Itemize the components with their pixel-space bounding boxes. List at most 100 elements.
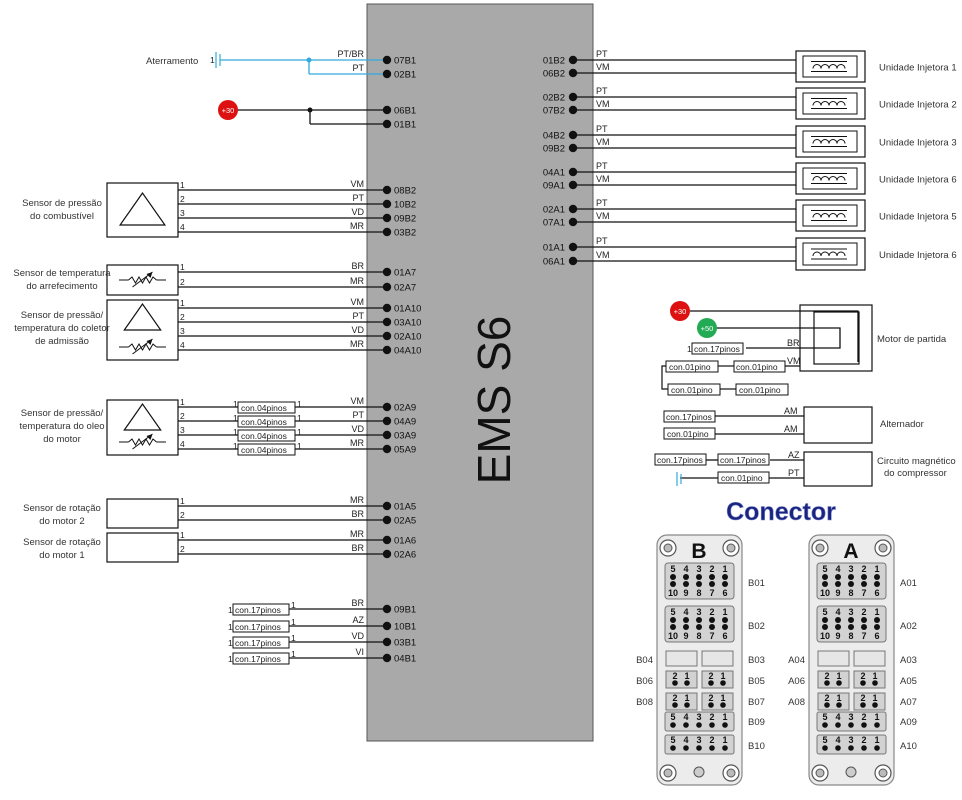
svg-text:1: 1 [228, 654, 233, 664]
wire-color: MR [350, 276, 364, 286]
inline-connector [237, 401, 296, 414]
inline-connector-label: con.17pinos [235, 622, 281, 632]
connector-pos-label: B05 [748, 676, 765, 687]
pin-block-2 [853, 692, 886, 711]
svg-text:1: 1 [687, 344, 692, 354]
wire-color: MR [350, 221, 364, 231]
inline-connector-label: con.17pinos [235, 638, 281, 648]
svg-text:2: 2 [709, 607, 714, 617]
svg-text:8: 8 [696, 631, 701, 641]
ecu-pin [382, 227, 392, 237]
ecu-pin-label: 09B1 [394, 605, 416, 616]
compressor-label-line2: do compressor [884, 468, 947, 479]
sensor-oil: Sensor de pressão/temperatura do oleodo … [19, 396, 416, 456]
wire-color: VM [351, 297, 365, 307]
ecu-pin-label: 01A6 [394, 536, 416, 547]
ecu-pin-label: 04B1 [394, 654, 416, 665]
starter-con01-a: con.01pino [669, 362, 711, 372]
svg-text:9: 9 [835, 588, 840, 598]
wire-num: 4 [180, 222, 185, 232]
svg-text:1: 1 [291, 649, 296, 659]
ecu-pin-label: 01A1 [543, 243, 565, 254]
inline-pin: 1 [297, 441, 302, 451]
starter-plus50-label: +50 [701, 324, 714, 333]
ecu-pin [568, 204, 578, 214]
ecu-pin [382, 317, 392, 327]
center-post [845, 766, 857, 778]
ecu-pin-label: 10B2 [394, 200, 416, 211]
pin-block-2 [701, 692, 734, 711]
sensor-box [106, 532, 179, 563]
injector-label: Unidade Injetora 6 [879, 250, 957, 261]
starter-con01-c: con.01pino [671, 385, 713, 395]
ecu-pin-label: 08B2 [394, 186, 416, 197]
connector-pos-label: B10 [748, 741, 765, 752]
ecu-pin [382, 515, 392, 525]
wire-color: BR [351, 509, 364, 519]
wire-num: 3 [180, 326, 185, 336]
sensor-label: temperatura do oleo [19, 421, 104, 432]
svg-text:7: 7 [709, 631, 714, 641]
starter-box [799, 304, 873, 372]
wire-color: BR [351, 261, 364, 271]
ecu-pin [568, 130, 578, 140]
alternator-group: con.17pinos con.01pino AM AM Alternador [663, 406, 924, 444]
sensor-label: Sensor de pressão/ [21, 408, 104, 419]
sensor-label: Sensor de temperatura [13, 268, 111, 279]
ecu-pin [568, 143, 578, 153]
wire-color: MR [350, 339, 364, 349]
ecu-pin [382, 199, 392, 209]
power-30-group: +30 [218, 100, 387, 125]
ecu-pin-label: 03A9 [394, 431, 416, 442]
ecu-pin [568, 256, 578, 266]
ecu-pin [382, 69, 392, 79]
ecu-pin-label: 01A10 [394, 304, 421, 315]
ecu-pin-label: 06A1 [543, 257, 565, 268]
svg-text:1: 1 [228, 638, 233, 648]
svg-text:6: 6 [874, 631, 879, 641]
ecu-pin-label: 02B1 [394, 70, 416, 81]
wire-num: 1 [180, 180, 185, 190]
center-post [693, 766, 705, 778]
ecu-pin-label: 07B1 [394, 56, 416, 67]
wire-color: VD [351, 424, 364, 434]
svg-text:10: 10 [820, 631, 830, 641]
compressor-wire-az: AZ [788, 450, 800, 460]
ecu-pin-label: 07B2 [543, 106, 565, 117]
wire-color: PT [352, 311, 364, 321]
ecu-module [366, 3, 594, 742]
svg-text:6: 6 [874, 588, 879, 598]
wire-color: VM [596, 250, 610, 260]
injector-label: Unidade Injetora 2 [879, 100, 957, 111]
wire-num: 1 [180, 262, 185, 272]
ecu-pin-label: 09B2 [543, 144, 565, 155]
ecu-pin-label: 03B1 [394, 638, 416, 649]
wire-color: MR [350, 495, 364, 505]
svg-text:1: 1 [722, 564, 727, 574]
svg-text:1: 1 [228, 622, 233, 632]
inline-pin: 1 [233, 413, 238, 423]
svg-text:2: 2 [860, 671, 865, 681]
injector-label: Unidade Injetora 5 [879, 212, 957, 223]
wire-color: AZ [352, 615, 364, 625]
svg-text:7: 7 [861, 631, 866, 641]
pressure-symbol [123, 402, 162, 431]
wire-num: 2 [180, 544, 185, 554]
svg-text:5: 5 [670, 607, 675, 617]
wire-color: PT [596, 161, 608, 171]
ecu-pin [382, 444, 392, 454]
inline-connector-label: con.17pinos [235, 605, 281, 615]
sensor-box [106, 182, 179, 238]
inline-pin: 1 [297, 413, 302, 423]
connector-pos-label: A04 [788, 655, 805, 666]
connector-pos-label: A06 [788, 676, 805, 687]
svg-text:2: 2 [708, 671, 713, 681]
sensor-box [106, 399, 179, 456]
svg-text:1: 1 [291, 600, 296, 610]
svg-text:3: 3 [848, 712, 853, 722]
wire-color: VM [351, 179, 365, 189]
wire-color: BR [351, 598, 364, 608]
ecu-pin [568, 242, 578, 252]
